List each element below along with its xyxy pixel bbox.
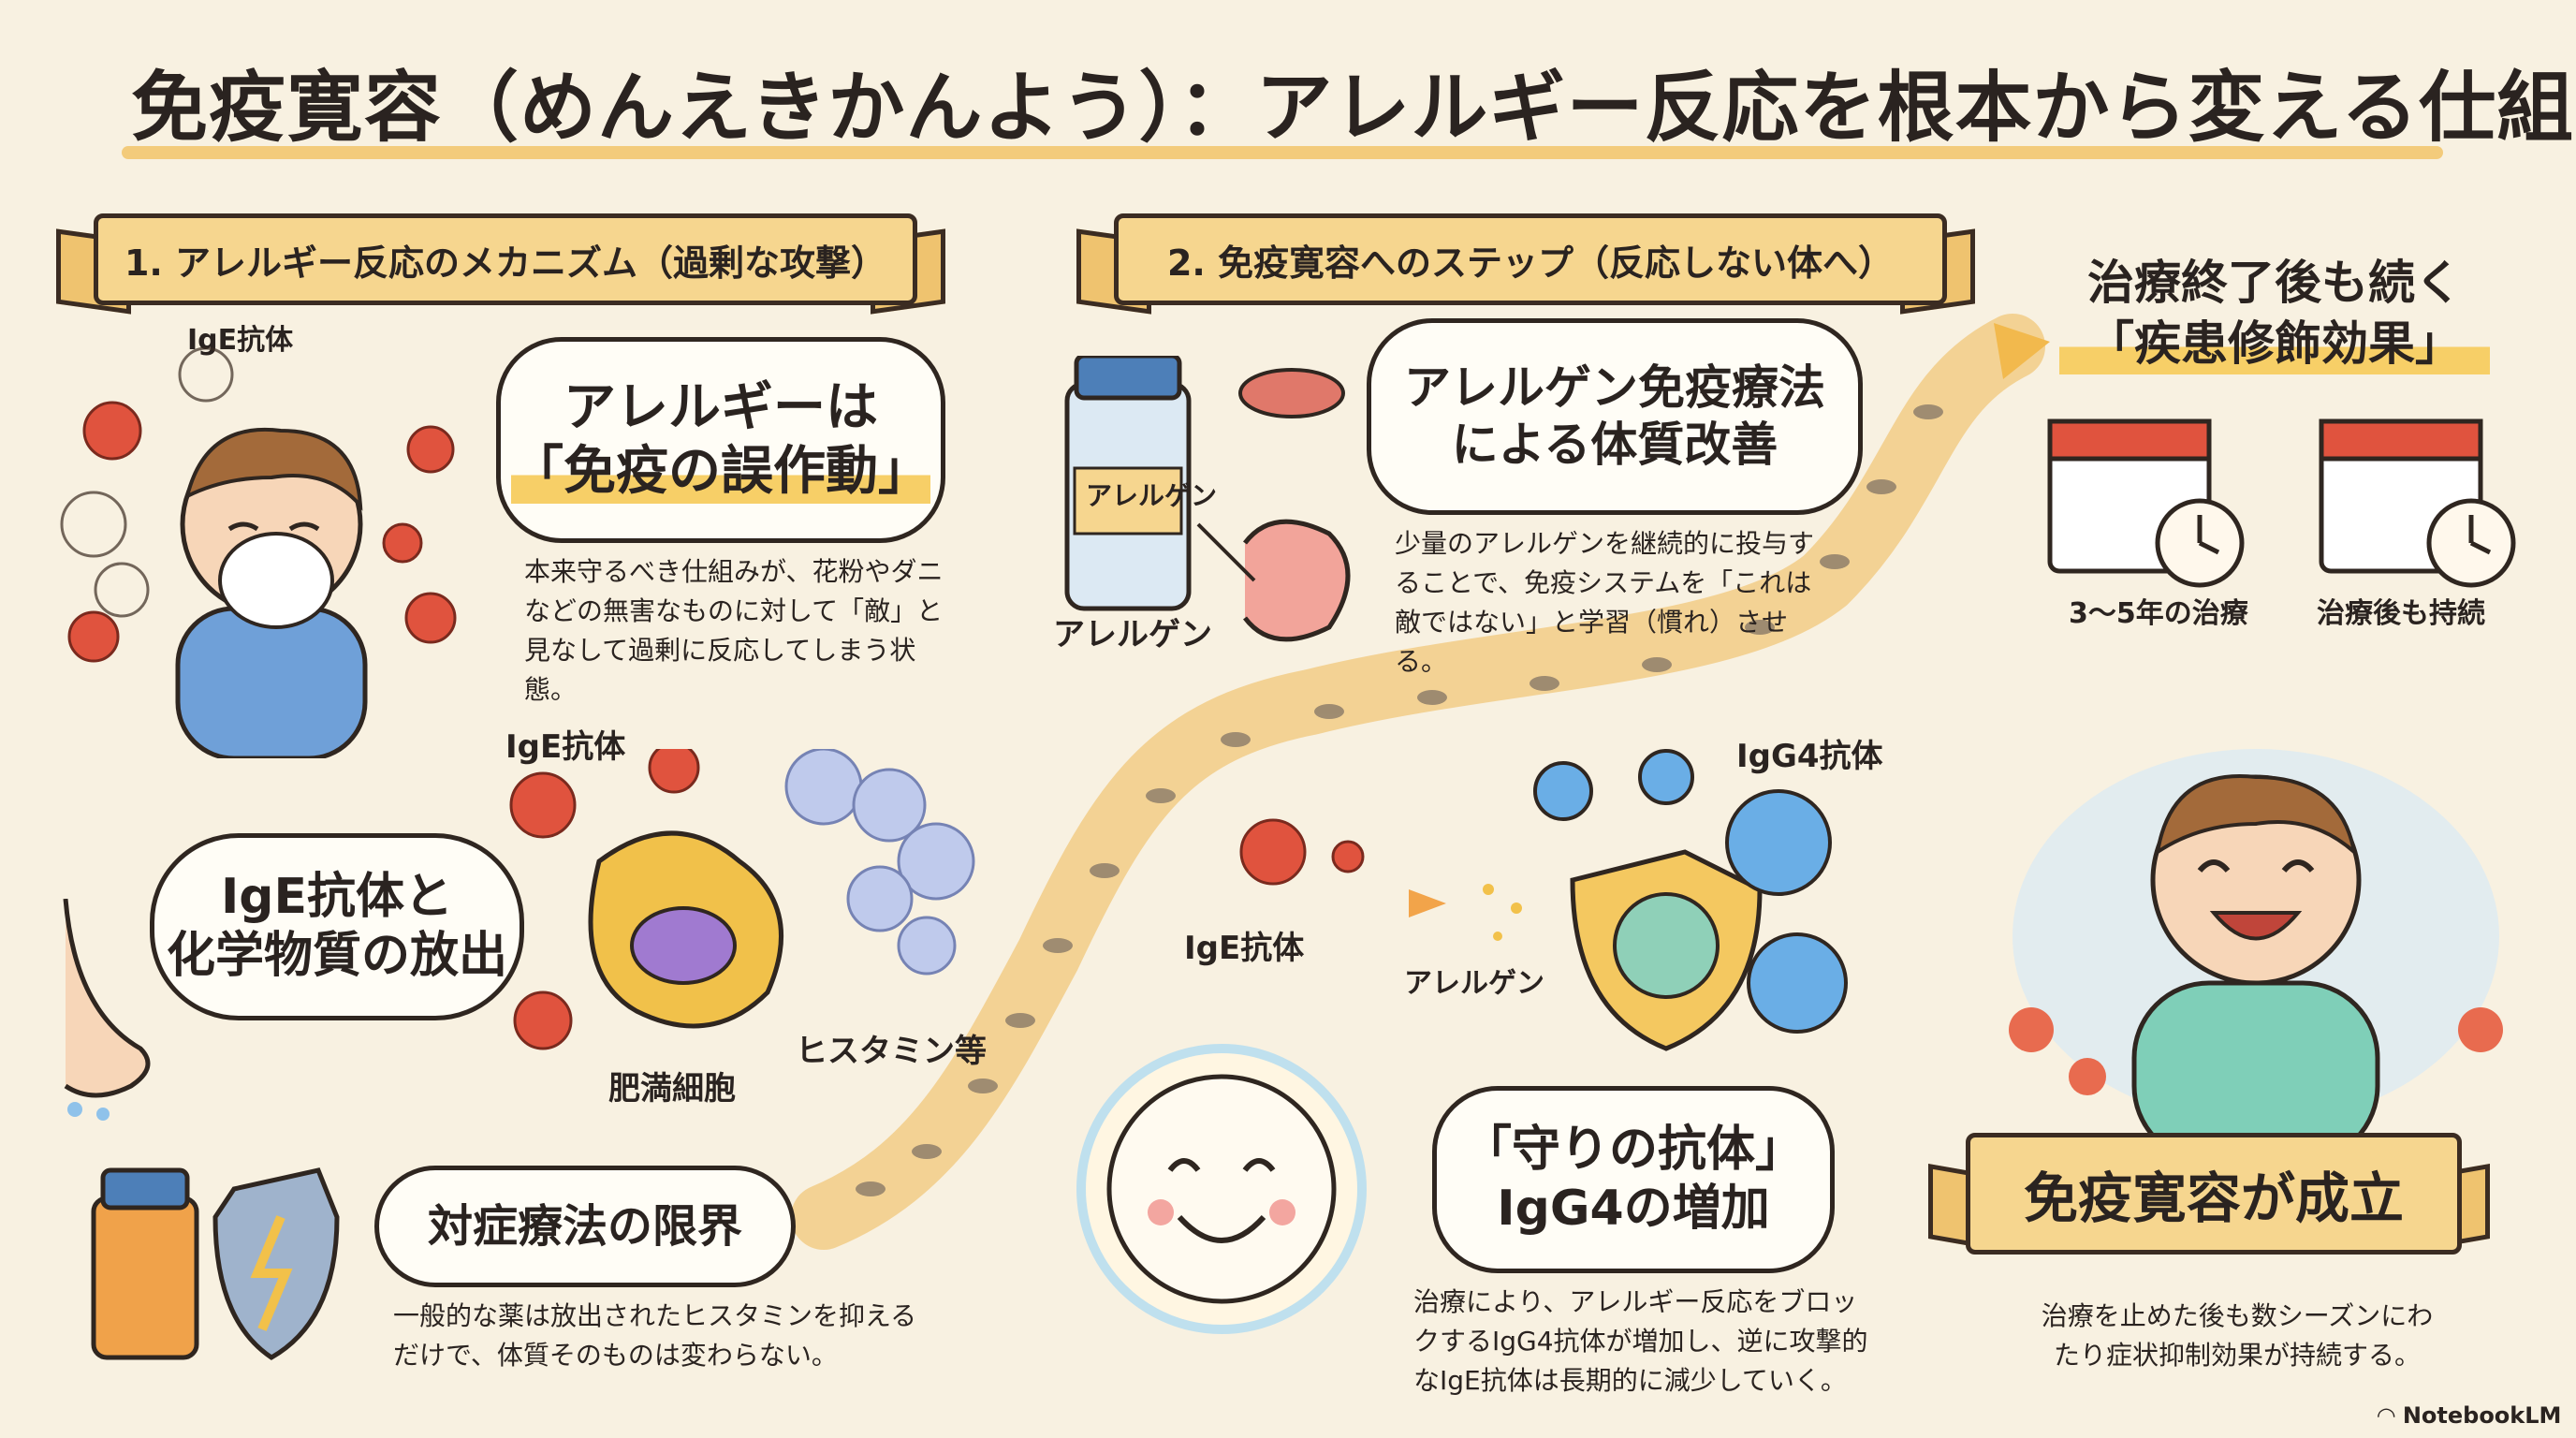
effect-title-line2: 「疾患修飾効果」 (2059, 314, 2490, 374)
nose-illustration (63, 899, 151, 1121)
therapy-description: 少量のアレルゲンを継続的に投与することで、免疫システムを「これは敵ではない」と学… (1395, 528, 1815, 677)
release-line2: 化学物質の放出 (166, 928, 507, 984)
bottle-label: アレルゲン (1086, 480, 1218, 511)
limit-description: 一般的な薬は放出されたヒスタミンを抑えるだけで、体質そのものは変わらない。 (393, 1300, 917, 1371)
ige-label: IgE抗体 (1184, 930, 1305, 967)
release-bubble: IgE抗体と 化学物質の放出 (150, 833, 524, 1020)
calendar-icons (2047, 418, 2516, 588)
therapy-line1: アレルゲン免疫療法 (1404, 360, 1825, 415)
title-underline (122, 146, 2443, 159)
sneezing-person-illustration (60, 346, 457, 758)
ige-label: IgE抗体 (505, 728, 626, 766)
misfire-line1: アレルギーは (564, 376, 878, 438)
effect-title-line1: 治療終了後も続く (2087, 256, 2462, 310)
section2-banner: 2. 免疫寛容へのステップ（反応しない体へ） (1114, 213, 1947, 305)
calendar-label-treatment: 3〜5年の治療 (2069, 597, 2248, 630)
limit-bubble: 対症療法の限界 (374, 1166, 796, 1287)
disease-modifying-title: 治療終了後も続く 「疾患修飾効果」 (2059, 253, 2490, 374)
section1-banner: 1. アレルギー反応のメカニズム（過剰な攻撃） (94, 213, 917, 305)
page-title: 免疫寛容（めんえきかんよう）：アレルギー反応を根本から変える仕組み (131, 64, 2576, 153)
medicine-shield-illustration (91, 1167, 340, 1360)
calendar-label-persist: 治療後も持続 (2317, 597, 2485, 630)
allergen-intake-illustration (1064, 356, 1351, 642)
mast-cell-illustration (509, 749, 975, 1050)
release-line1: IgE抗体と (220, 868, 454, 925)
histamine-label: ヒスタミン等 (796, 1033, 987, 1070)
igg4-shield-illustration (1239, 749, 1848, 1051)
happy-person-illustration (2009, 749, 2503, 1161)
mast-cell-label: 肥満細胞 (608, 1070, 736, 1108)
allergen-label: アレルゲン (1053, 616, 1212, 653)
misfire-description: 本来守るべき仕組みが、花粉やダニなどの無害なものに対して「敵」と見なして過剰に反… (524, 556, 944, 705)
success-description: 治療を止めた後も数シーズンにわたり症状抑制効果が持続する。 (2041, 1300, 2434, 1371)
igg4-label: IgG4抗体 (1736, 738, 1883, 775)
ige-label: IgE抗体 (187, 324, 294, 357)
igg4-bubble-line2: IgG4の増加 (1497, 1181, 1770, 1237)
igg4-description: 治療により、アレルギー反応をブロックするIgG4抗体が増加し、逆に攻撃的なIgE… (1413, 1286, 1868, 1396)
success-banner: 免疫寛容が成立 (1966, 1133, 2462, 1255)
misfire-bubble: アレルギーは 「免疫の誤作動」 (496, 337, 945, 543)
misfire-line2: 「免疫の誤作動」 (511, 440, 930, 505)
therapy-bubble: アレルゲン免疫療法 による体質改善 (1367, 318, 1863, 515)
igg4-bubble-line1: 「守りの抗体」 (1462, 1121, 1804, 1178)
smiling-sun-illustration (1076, 1044, 1367, 1334)
igg4-bubble: 「守りの抗体」 IgG4の増加 (1432, 1086, 1835, 1273)
branding: ◠ NotebookLM (2378, 1402, 2561, 1429)
branding-text: NotebookLM (2402, 1402, 2562, 1429)
allergen-label: アレルゲン (1404, 967, 1544, 1000)
notebooklm-icon: ◠ (2378, 1402, 2403, 1429)
therapy-line2: による体質改善 (1451, 418, 1778, 472)
